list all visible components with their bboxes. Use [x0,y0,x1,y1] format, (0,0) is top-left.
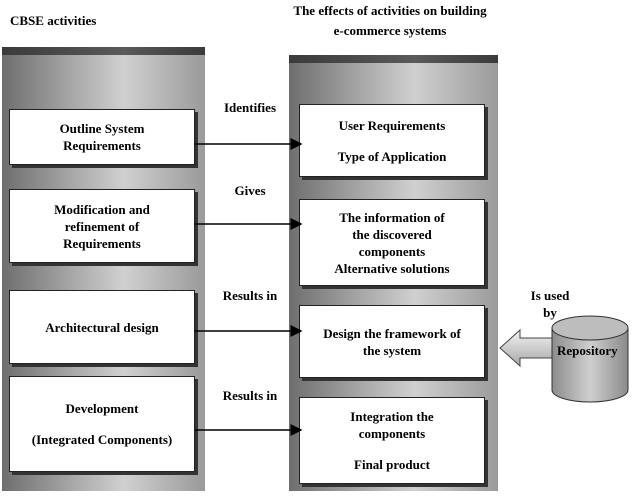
connector-label-gives: Gives [234,183,266,198]
repository-cylinder [551,315,629,403]
left-column-title: CBSE activities [10,13,97,28]
right-column-title-line2: e-commerce systems [333,23,447,38]
left-box-development: Development(Integrated Components) [9,376,195,472]
right-column-title-line1: The effects of activities on building [293,3,487,18]
repository-label: Repository [557,343,618,358]
connector-label-results-in-1: Results in [222,288,278,303]
left-box-architectural-design: Architectural design [9,290,195,364]
is-used-by-line1: Is used [530,288,570,303]
uses-block-arrow [499,328,556,368]
connector-label-results-in-2: Results in [222,388,278,403]
is-used-by-line2: by [543,305,557,320]
connector-label-identifies: Identifies [224,100,276,115]
